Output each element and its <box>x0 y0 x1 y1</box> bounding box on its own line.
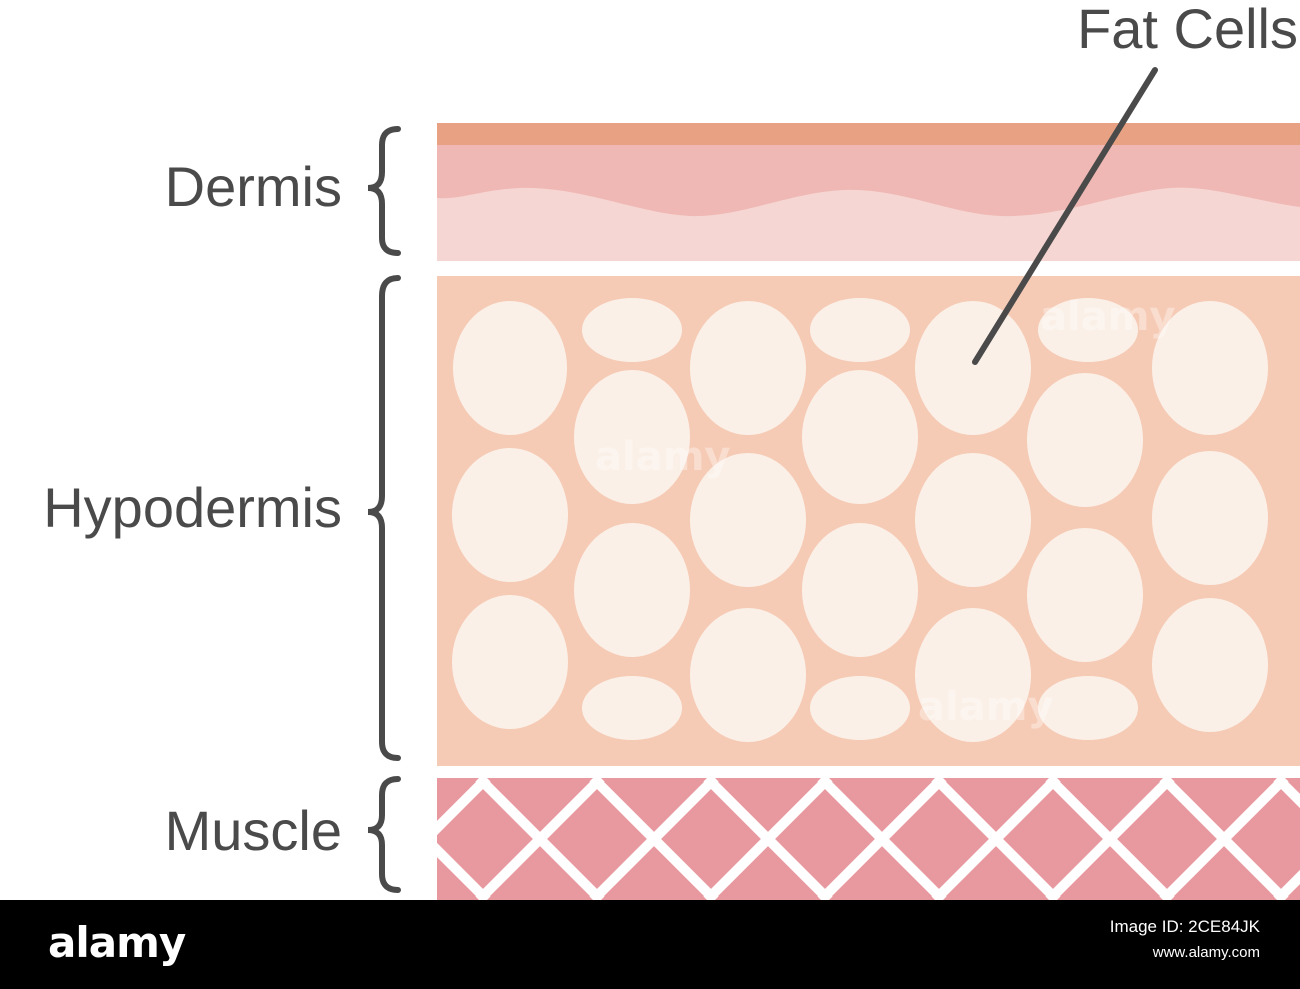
muscle-fiber-line <box>931 778 1061 900</box>
fat-cell <box>1152 301 1268 435</box>
muscle-layer <box>437 778 1300 900</box>
fat-cell <box>1152 598 1268 732</box>
braces <box>367 126 401 893</box>
muscle-fiber-line <box>817 778 947 900</box>
fat-cell <box>452 448 568 582</box>
muscle-label: Muscle <box>165 799 342 862</box>
fat-cell <box>574 523 690 657</box>
muscle-fiber-line <box>475 778 605 900</box>
muscle-fiber-line <box>1273 869 1300 900</box>
fat-cell <box>915 301 1031 435</box>
fat-cells-group <box>452 298 1268 742</box>
watermark-text-3: alamy <box>918 684 1053 730</box>
fat-cell <box>574 370 690 504</box>
fat-cell <box>1027 373 1143 507</box>
fat-cell <box>690 608 806 742</box>
fat-cells-label: Fat Cells <box>1077 0 1298 60</box>
dermis-upper-wave <box>437 145 1300 217</box>
hypodermis-label: Hypodermis <box>43 476 342 539</box>
fat-cell <box>690 301 806 435</box>
fat-cell <box>810 298 910 362</box>
fat-cell <box>802 523 918 657</box>
muscle-fiber-line <box>1045 778 1175 900</box>
fat-cell <box>1152 451 1268 585</box>
footer-site-url: www.alamy.com <box>1152 944 1260 961</box>
muscle-background <box>437 778 1300 900</box>
footer-image-id: Image ID: 2CE84JK <box>1109 917 1260 936</box>
muscle-fiber-line <box>1273 778 1300 809</box>
muscle-fiber-line <box>703 778 833 900</box>
dermis-brace <box>367 126 401 256</box>
skin-layers-diagram: alamy alamy alamy Dermis Hypodermis Musc… <box>43 0 1300 900</box>
stock-footer-bar: alamy Image ID: 2CE84JK www.alamy.com <box>0 900 1300 989</box>
fat-cell <box>802 370 918 504</box>
footer-image-info: Image ID: 2CE84JK www.alamy.com <box>1110 914 1260 966</box>
fat-cell <box>915 453 1031 587</box>
fat-cell <box>582 298 682 362</box>
dermis-layer <box>437 123 1300 261</box>
muscle-fiber-line <box>1159 778 1289 900</box>
hypodermis-brace <box>367 275 401 761</box>
pointer-line <box>972 67 1158 365</box>
watermark-text-1: alamy <box>1040 294 1175 340</box>
muscle-brace <box>367 776 401 893</box>
muscle-fiber-line <box>437 842 491 900</box>
fat-cell <box>915 608 1031 742</box>
muscle-fiber-grid <box>437 778 1300 900</box>
fat-cell <box>453 301 567 435</box>
fat-cell <box>1038 298 1138 362</box>
fat-cell <box>810 676 910 740</box>
muscle-fiber-line <box>589 778 719 900</box>
fat-cell <box>690 453 806 587</box>
hypodermis-layer <box>437 276 1300 766</box>
fat-cell <box>582 676 682 740</box>
epidermis-band <box>437 123 1300 145</box>
watermark-text-2: alamy <box>595 434 730 480</box>
fat-cell <box>1027 528 1143 662</box>
dermis-label: Dermis <box>165 155 342 218</box>
watermark-group: alamy alamy alamy <box>595 294 1175 730</box>
fat-cell <box>452 595 568 729</box>
fat-cells-pointer <box>972 67 1158 365</box>
muscle-fiber-line <box>437 778 491 836</box>
fat-cell <box>1038 676 1138 740</box>
footer-brand-logo: alamy <box>48 918 186 967</box>
